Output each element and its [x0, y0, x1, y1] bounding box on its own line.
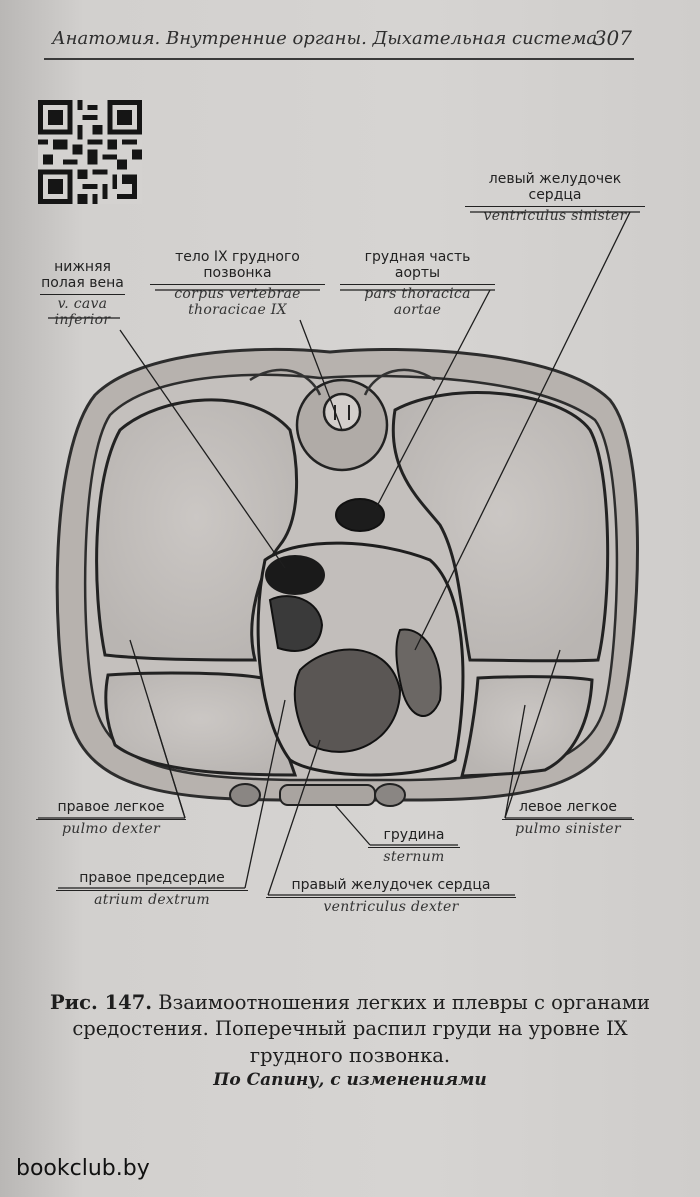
running-title: Анатомия. Внутренние органы. Дыхательная… — [52, 28, 598, 49]
figure-caption-text: Взаимоотношения легких и плевры с органа… — [72, 991, 650, 1067]
figure-number: Рис. 147. — [50, 991, 153, 1014]
figure-source: По Сапину, с изменениями — [213, 1069, 487, 1090]
label-aorta-ru: грудная часть аорты — [364, 249, 471, 281]
label-ivc-ru: нижняя полая вена — [41, 259, 124, 291]
ivc-section — [265, 555, 325, 595]
right-lower-lobe — [104, 671, 298, 777]
label-vertebra: тело IX грудного позвонка corpus vertebr… — [150, 249, 325, 319]
label-vertebra-la: corpus vertebrae thoracicae IX — [174, 286, 301, 319]
label-vertebra-ru: тело IX грудного позвонка — [175, 249, 300, 281]
label-ivc-la: v. cava inferior — [54, 296, 111, 329]
label-left-ventricle-la: ventriculus sinister — [483, 208, 627, 225]
label-left-ventricle-ru: левый желудочек сердца — [488, 171, 622, 203]
sternum-shape — [279, 784, 376, 806]
right-atrium-shape — [268, 595, 324, 652]
left-lower-lobe — [460, 675, 594, 778]
label-left-lung-ru: левое легкое — [519, 799, 617, 815]
label-ivc: нижняя полая вена v. cava inferior — [40, 259, 125, 329]
label-sternum-la: sternum — [383, 848, 445, 865]
label-right-atrium-ru: правое предсердие — [79, 870, 225, 886]
running-header: Анатомия. Внутренние органы. Дыхательная… — [44, 24, 634, 60]
figure-caption: Рис. 147. Взаимоотношения легких и плевр… — [40, 990, 660, 1092]
spinal-canal — [322, 392, 362, 432]
label-left-lung-la: pulmo sinister — [515, 820, 621, 837]
label-right-ventricle: правый желудочек сердца ventriculus dext… — [266, 877, 516, 915]
label-aorta-la: pars thoracica aortae — [364, 286, 471, 319]
label-right-ventricle-la: ventriculus dexter — [323, 898, 459, 915]
left-ventricle-shape — [395, 628, 442, 717]
left-lung-shape — [391, 391, 610, 663]
right-lung-shape — [95, 398, 299, 662]
label-right-atrium: правое предсердие atrium dextrum — [56, 870, 248, 908]
qr-code — [38, 100, 142, 204]
label-right-ventricle-ru: правый желудочек сердца — [291, 877, 491, 893]
label-left-ventricle: левый желудочек сердца ventriculus sinis… — [465, 171, 645, 225]
right-ventricle-shape — [293, 648, 402, 753]
spinous-muscles — [249, 368, 436, 396]
page-number: 307 — [593, 26, 632, 50]
aorta-section — [335, 498, 385, 532]
label-sternum-ru: грудина — [383, 827, 445, 843]
label-sternum: грудина sternum — [368, 827, 460, 865]
label-aorta: грудная часть аорты pars thoracica aorta… — [340, 249, 495, 319]
label-right-lung-ru: правое легкое — [57, 799, 165, 815]
label-right-lung-la: pulmo dexter — [62, 820, 160, 837]
label-right-lung: правое легкое pulmo dexter — [36, 799, 186, 837]
label-right-atrium-la: atrium dextrum — [94, 891, 210, 908]
label-left-lung: левое легкое pulmo sinister — [502, 799, 634, 837]
site-watermark: bookclub.by — [16, 1156, 150, 1181]
